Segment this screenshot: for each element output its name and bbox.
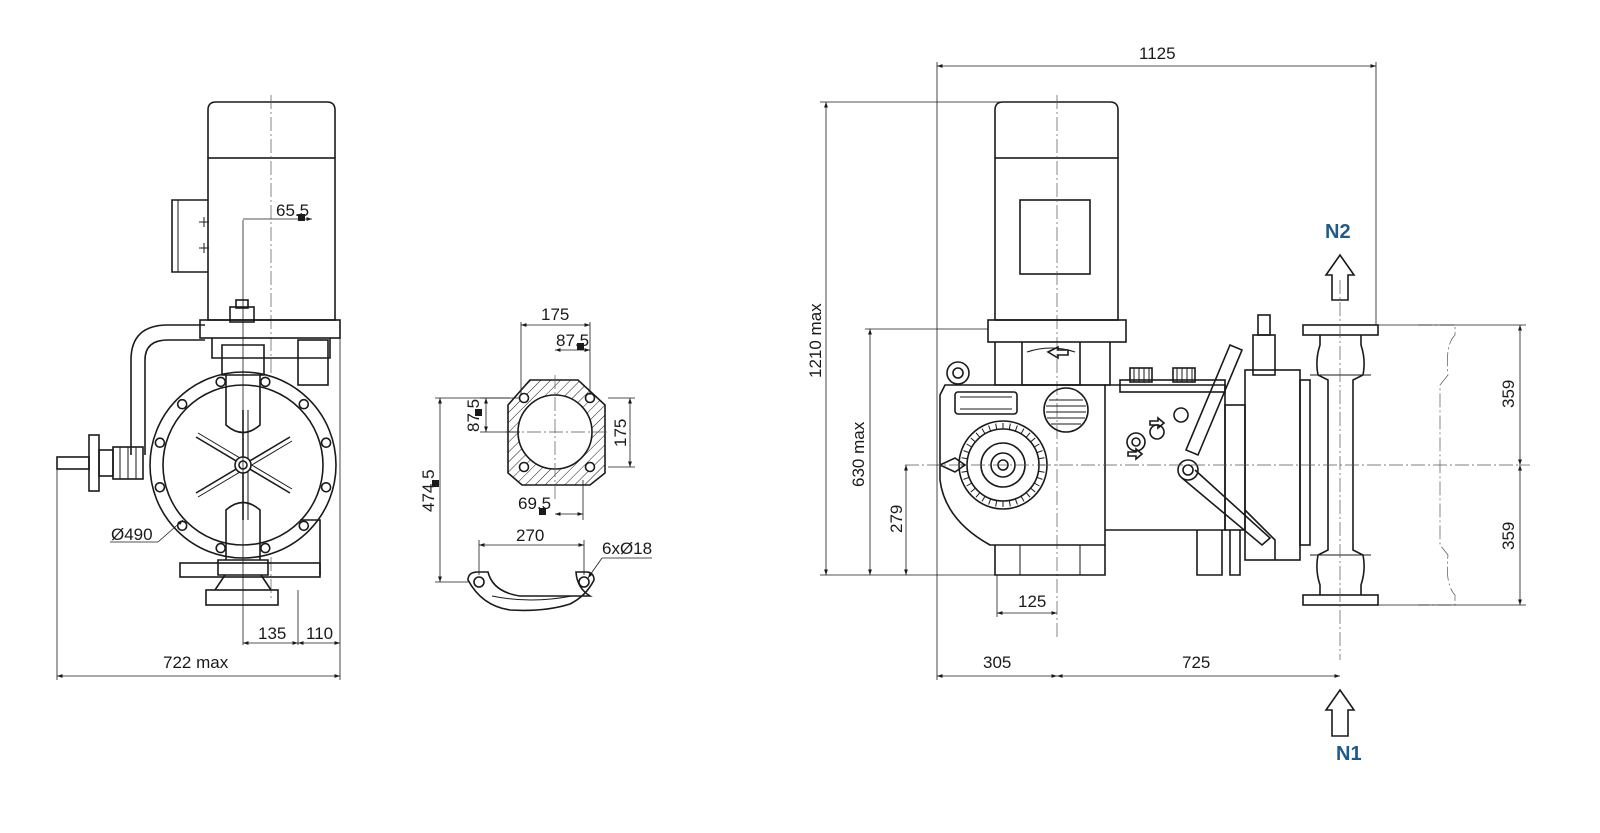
front-motor-cap	[994, 101, 1119, 158]
inlet-arrow-icon	[1324, 688, 1356, 737]
gearbox-plate	[954, 391, 1018, 415]
bolt-hole	[176, 520, 188, 532]
gearbox-body	[939, 384, 1106, 546]
dim-87-5-top: 87.5	[556, 331, 589, 350]
dial-tick	[1008, 423, 1011, 430]
dim-87-5-left: 87.5	[464, 399, 483, 432]
dial-tick	[1036, 450, 1043, 454]
dial-tick	[963, 476, 970, 480]
dial-tick	[1025, 492, 1031, 498]
dim-110: 110	[306, 624, 333, 643]
dial-tick	[975, 432, 981, 438]
port-n1-label: N1	[1336, 743, 1362, 765]
bolt-hole	[298, 398, 310, 410]
dial-tick	[970, 437, 976, 443]
dial-tick	[1020, 495, 1025, 502]
dim-diameter-490: Ø490	[111, 525, 153, 544]
side-terminal-box	[171, 199, 208, 273]
dial-tick	[1038, 470, 1045, 473]
knob-icon	[1172, 367, 1196, 383]
bolt-hole	[298, 520, 310, 532]
bolt-hole	[259, 542, 271, 554]
bolt-hole	[154, 437, 166, 449]
bolt-hole	[154, 481, 166, 493]
dial-tick	[1033, 482, 1040, 487]
port-n2-label: N2	[1325, 221, 1351, 243]
dial-tick	[1030, 487, 1036, 493]
dim-725: 725	[1182, 653, 1210, 672]
bolt-hole	[320, 481, 332, 493]
vent-icon	[1043, 387, 1089, 433]
dial-tick	[963, 450, 970, 454]
dim-474-5: 474.5	[419, 469, 438, 512]
dial-tick	[970, 487, 976, 493]
dial-tick	[1008, 500, 1011, 507]
motor-nameplate	[1019, 199, 1091, 275]
dim-135: 135	[258, 624, 286, 643]
drive-body	[1105, 384, 1226, 531]
side-lower-flange	[205, 589, 279, 606]
dial-tick	[995, 423, 998, 430]
bolt-hole	[215, 376, 226, 388]
dial-tick	[981, 428, 986, 435]
front-motor-body	[994, 157, 1119, 321]
dial-tick	[1020, 428, 1025, 435]
dim-1125: 1125	[1139, 44, 1176, 63]
dim-630-max: 630 max	[849, 421, 868, 487]
outlet-arrow-icon	[1324, 253, 1356, 301]
dial-tick	[966, 443, 973, 448]
dim-359-lower: 359	[1499, 522, 1518, 550]
dial-tick	[1036, 476, 1043, 480]
dim-1210-max: 1210 max	[806, 303, 825, 378]
dial-tick	[988, 425, 992, 432]
dial-tick	[1030, 437, 1036, 443]
dim-69-5: 69.5	[518, 494, 551, 513]
bolt-hole	[215, 542, 226, 554]
mounting-foot	[467, 571, 595, 612]
dim-305: 305	[983, 653, 1011, 672]
bolt-hole	[320, 437, 332, 449]
dial-tick	[961, 457, 968, 460]
knob-icon	[1129, 367, 1153, 383]
dial-tick	[966, 482, 973, 487]
dial-tick	[1025, 432, 1031, 438]
bolt-hole	[176, 398, 188, 410]
dial-tick	[1014, 498, 1018, 505]
dial-tick	[1038, 457, 1045, 460]
dim-359-upper: 359	[1499, 380, 1518, 408]
dim-279: 279	[887, 505, 906, 533]
dial-tick	[995, 500, 998, 507]
front-view: N2 N1 1125 1210 max 630 max 279 359 359 …	[806, 44, 1530, 765]
mounting-view: 175 87.5 87.5 175 474.5 69.5 270	[419, 305, 652, 612]
dim-722-max: 722 max	[163, 653, 229, 672]
dim-270: 270	[516, 526, 544, 545]
side-view: 65.5 Ø490 135 110 722 max	[56, 95, 341, 680]
dial-tick	[1014, 425, 1018, 432]
dim-175-top: 175	[541, 305, 569, 324]
dial-tick	[988, 498, 992, 505]
discharge-flange	[1302, 324, 1379, 336]
dial-tick	[975, 492, 981, 498]
dim-175-right: 175	[611, 419, 630, 447]
front-motor-flange	[987, 319, 1127, 343]
dial-tick	[961, 470, 968, 473]
suction-flange	[1302, 594, 1379, 606]
side-motor-body	[207, 157, 336, 321]
side-motor-cap	[207, 101, 336, 158]
dial-tick	[1033, 443, 1040, 448]
handwheel-icon	[56, 434, 144, 492]
dial-tick	[981, 495, 986, 502]
side-motor-flange	[199, 319, 341, 339]
linkage-arm	[1184, 343, 1244, 457]
dim-6x-diameter-18: 6xØ18	[602, 539, 652, 558]
bolt-hole	[259, 376, 271, 388]
dim-125: 125	[1018, 592, 1046, 611]
pump-head	[1224, 404, 1246, 531]
